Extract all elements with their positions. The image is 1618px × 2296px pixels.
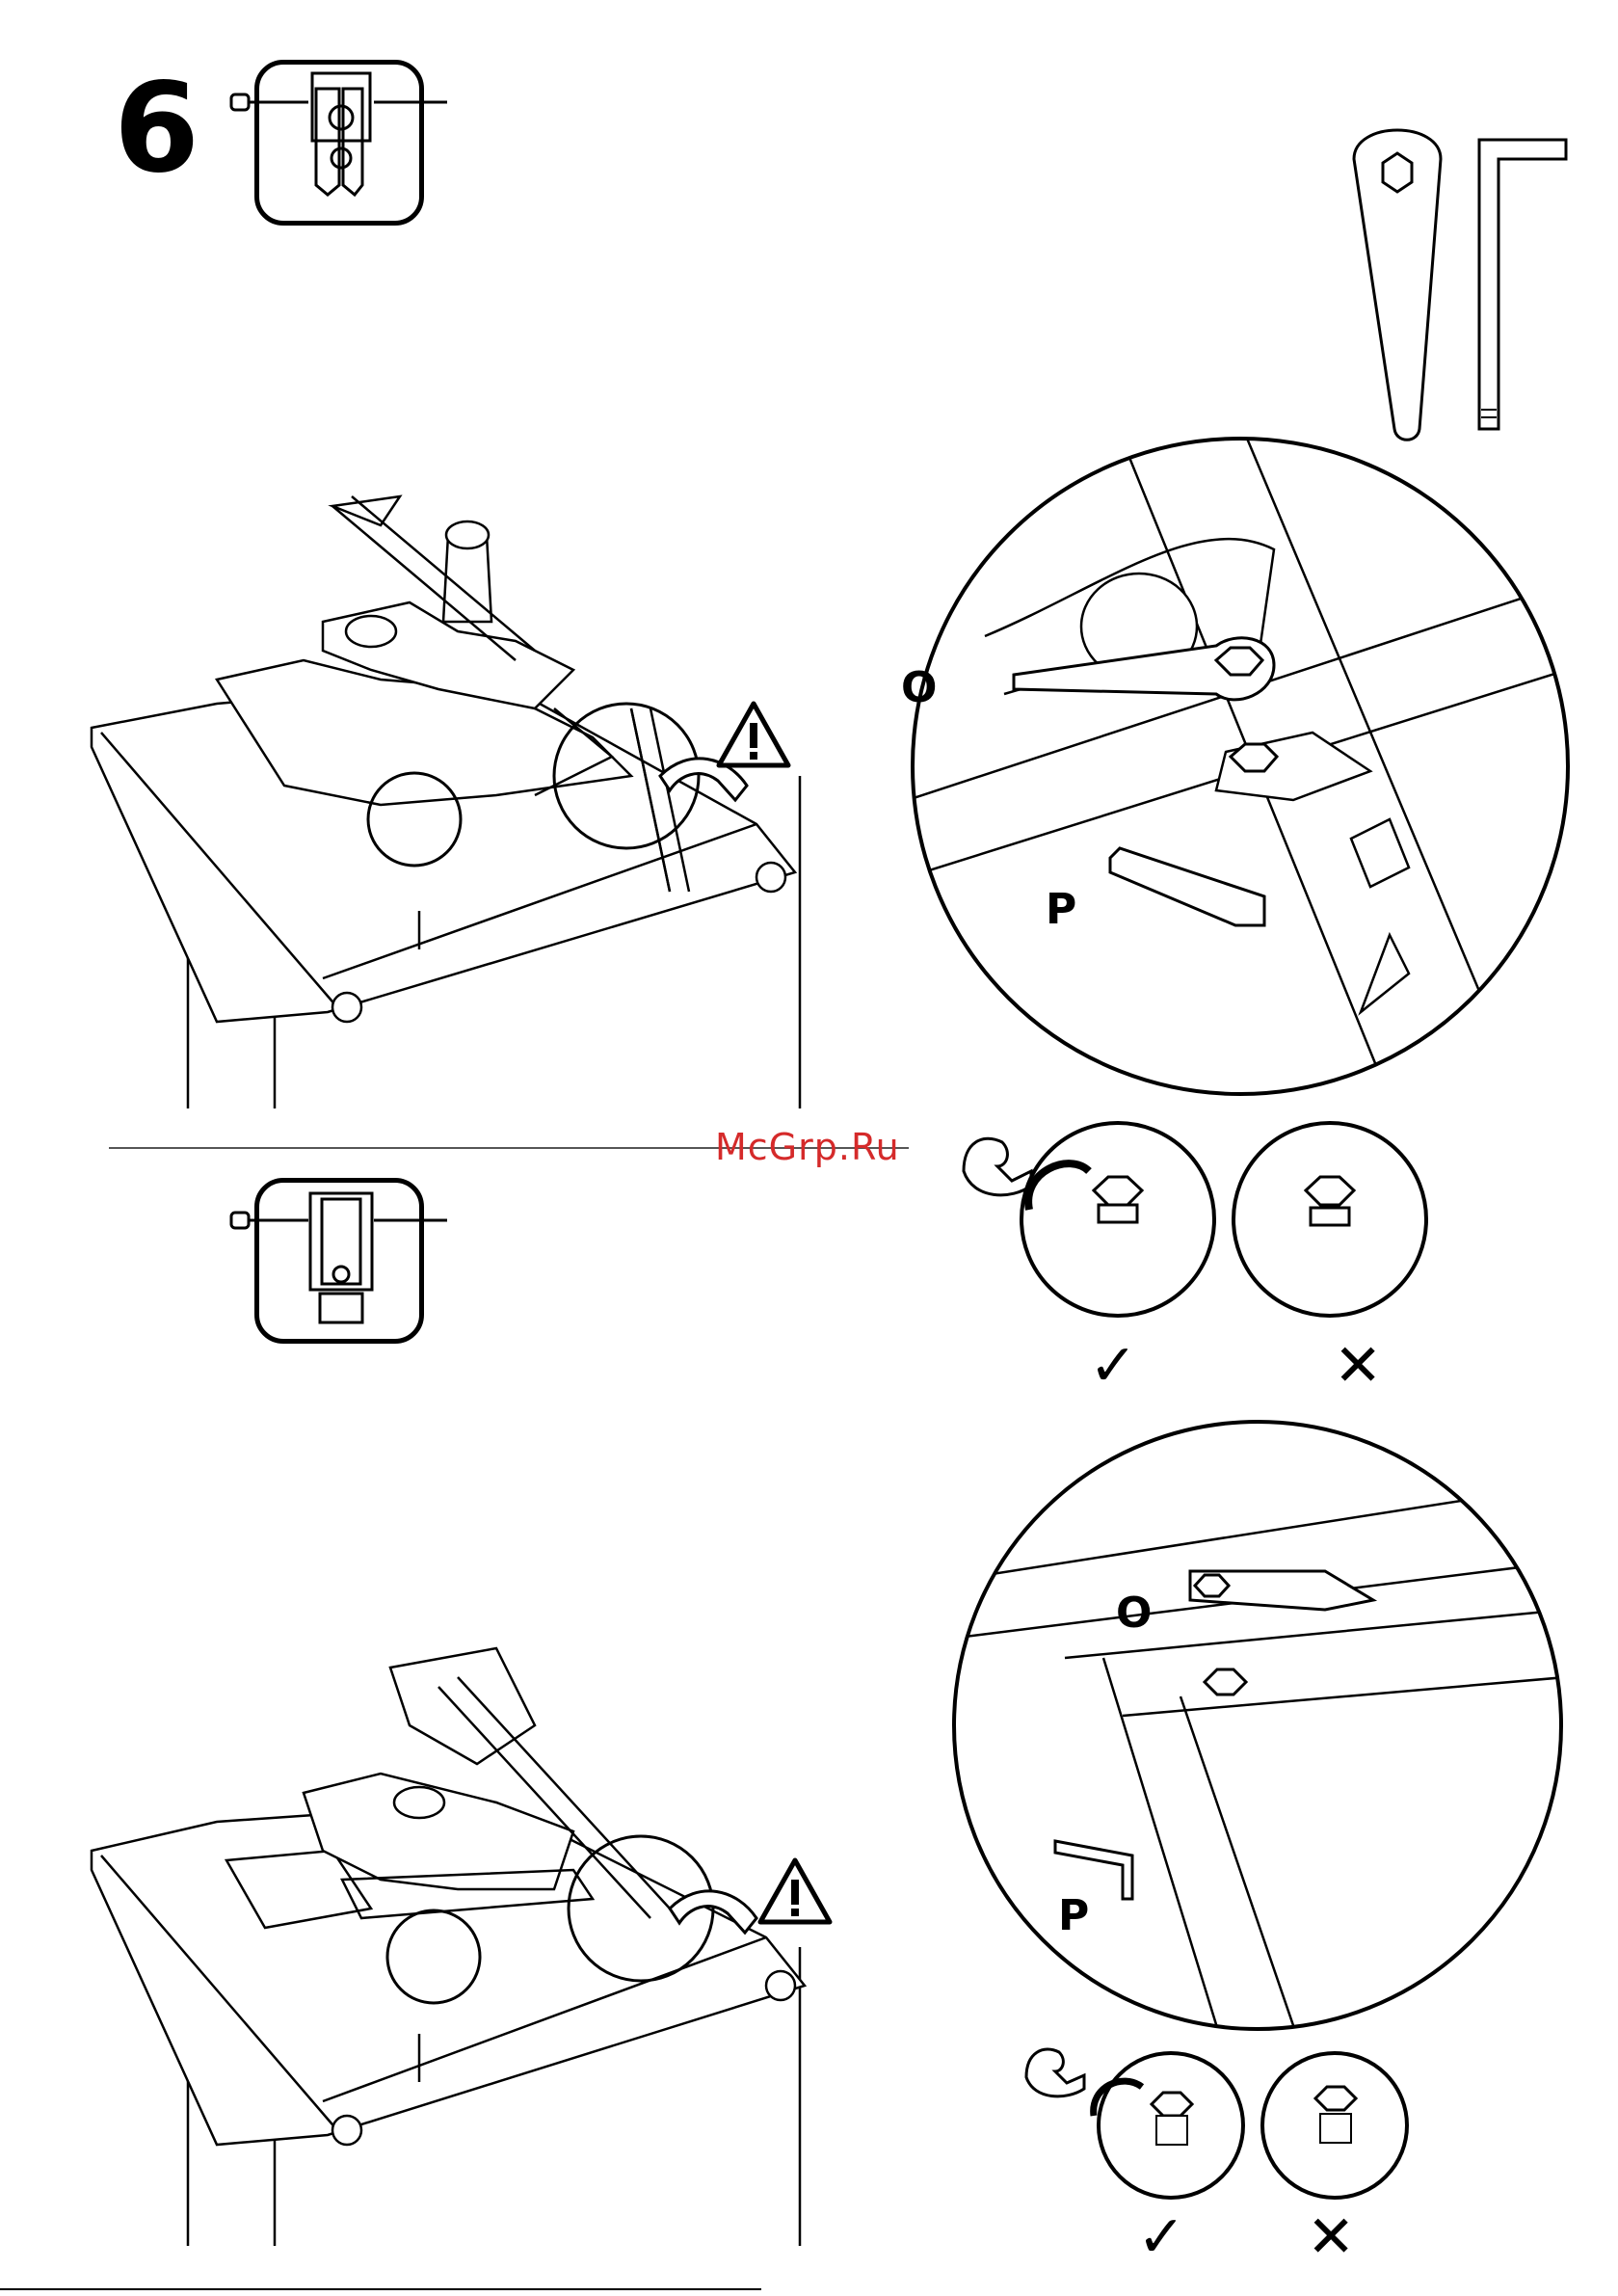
hex-key-label: P <box>1046 885 1076 934</box>
wrench-icon <box>1354 130 1441 440</box>
check-mark-icon: ✓ <box>1089 1332 1137 1400</box>
tools-illustration <box>1335 120 1585 448</box>
hex-key-label-bottom: P <box>1058 1891 1089 1940</box>
top-assembly-illustration <box>92 487 824 1104</box>
watermark: McGrp.Ru <box>715 1126 900 1168</box>
cross-mark-icon: ✕ <box>1334 1332 1382 1400</box>
bottom-assembly-illustration <box>92 1629 824 2246</box>
torque-comparison-bottom <box>1017 2029 1421 2222</box>
torque-comparison-top <box>954 1113 1359 1325</box>
wrench-label: O <box>901 663 937 712</box>
cross-mark-icon: ✕ <box>1307 2203 1355 2271</box>
warning-triangle-icon <box>715 700 792 769</box>
flexed-arm-icon <box>964 1138 1031 1195</box>
bottom-detail-view <box>949 1417 1566 2034</box>
mechanism-front-icon <box>254 60 424 226</box>
check-mark-icon: ✓ <box>1137 2203 1185 2271</box>
mechanism-rear-icon <box>254 1178 424 1344</box>
page-bottom-rule <box>0 2288 761 2290</box>
warning-triangle-icon <box>756 1856 834 1926</box>
step-number: 6 <box>114 67 199 191</box>
flexed-arm-icon <box>1026 2049 1084 2096</box>
hex-key-icon <box>1479 140 1566 429</box>
top-detail-view <box>908 434 1573 1099</box>
wrench-label-bottom: O <box>1116 1589 1152 1638</box>
